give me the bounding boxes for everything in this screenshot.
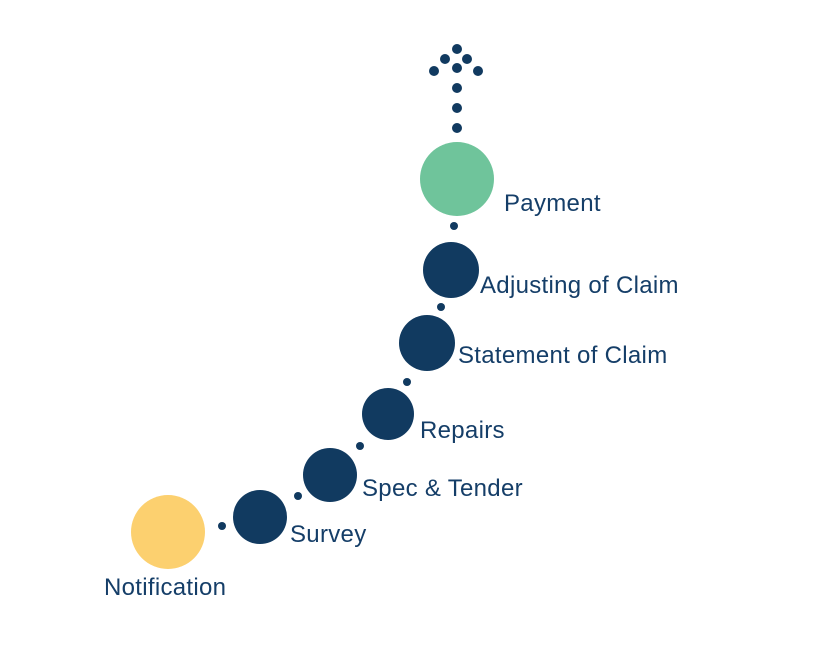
step-label-notification: Notification [104,574,227,601]
connector-dot [294,492,302,500]
step-circle-statement-of-claim [399,315,455,371]
arrow-dot [452,123,462,133]
step-label-repairs: Repairs [420,417,505,444]
step-label-statement-of-claim: Statement of Claim [458,342,668,369]
step-label-payment: Payment [504,190,601,217]
connector-dot [437,303,445,311]
arrow-dot [452,83,462,93]
connector-dot [403,378,411,386]
step-circle-survey [233,490,287,544]
arrow-dot [452,103,462,113]
step-label-survey: Survey [290,521,367,548]
step-label-spec-tender: Spec & Tender [362,475,523,502]
arrow-dot [462,54,472,64]
arrow-dot [440,54,450,64]
connector-dot [356,442,364,450]
arrow-dot [452,63,462,73]
step-circle-notification [131,495,205,569]
step-label-adjusting-of-claim: Adjusting of Claim [480,272,679,299]
arrow-dot [452,44,462,54]
connector-dot [218,522,226,530]
step-circle-repairs [362,388,414,440]
step-circle-spec-tender [303,448,357,502]
arrow-dot [473,66,483,76]
arrow-dot [429,66,439,76]
connector-dot [450,222,458,230]
step-circle-payment [420,142,494,216]
step-circle-adjusting-of-claim [423,242,479,298]
